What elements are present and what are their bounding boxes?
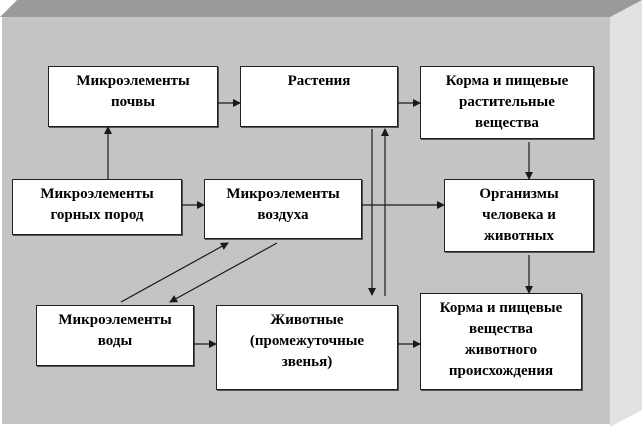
node-label: Микроэлементы горных пород [40, 186, 154, 223]
node-organisms: Организмы человека и животных [444, 179, 594, 252]
node-animals: Животные (промежуточные звенья) [216, 305, 398, 390]
node-label: Организмы человека и животных [479, 186, 559, 244]
node-label: Животные (промежуточные звенья) [249, 312, 365, 370]
node-label: Микроэлементы почвы [76, 73, 190, 110]
node-label: Корма и пищевые вещества животного проис… [439, 300, 563, 379]
arrow-air-to-water [169, 242, 278, 303]
arrow-water-to-air [120, 242, 229, 303]
node-animal-feed: Корма и пищевые вещества животного проис… [420, 293, 582, 390]
node-label: Микроэлементы воздуха [226, 186, 340, 223]
node-plants: Растения [240, 66, 398, 127]
node-plant-feed: Корма и пищевые растительные вещества [420, 66, 594, 139]
node-water: Микроэлементы воды [36, 305, 194, 366]
node-rocks: Микроэлементы горных пород [12, 179, 182, 235]
node-label: Растения [287, 73, 351, 89]
node-label: Микроэлементы воды [58, 312, 172, 349]
node-soil: Микроэлементы почвы [48, 66, 218, 127]
node-air: Микроэлементы воздуха [204, 179, 362, 239]
top-bevel [0, 0, 642, 17]
node-label: Корма и пищевые растительные вещества [445, 73, 569, 131]
side-bevel [610, 0, 642, 427]
